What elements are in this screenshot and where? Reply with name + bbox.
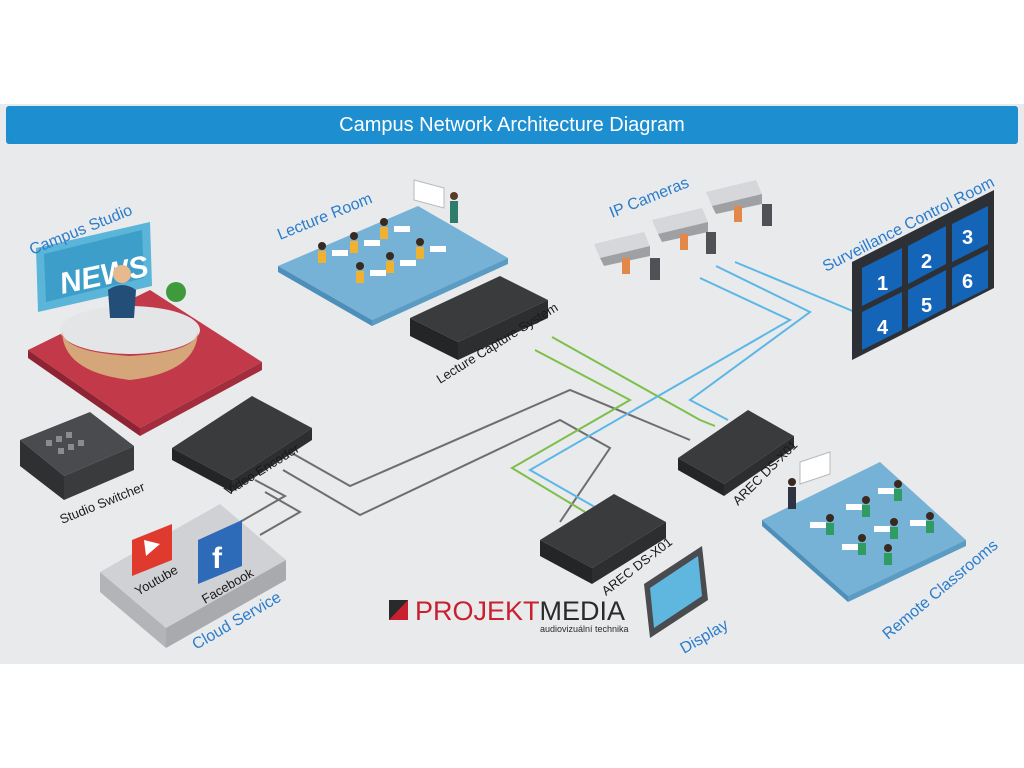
screen-2-label: 2 <box>921 251 932 273</box>
video-encoder-device: Video Encoder <box>172 396 312 499</box>
screen-1-label: 1 <box>877 273 888 295</box>
line-encoder-to-arec-center <box>282 418 612 523</box>
desk-plant-icon <box>166 282 186 302</box>
youtube-icon <box>132 524 172 576</box>
screen-6-label: 6 <box>962 271 973 293</box>
remote-desks <box>810 488 926 550</box>
lecture-students <box>318 218 424 283</box>
logo-part-2: MEDIA <box>540 596 626 626</box>
svg-text:PROJEKTMEDIA: PROJEKTMEDIA <box>415 596 625 626</box>
studio-switcher: Studio Switcher <box>20 412 147 527</box>
diagram-title: Campus Network Architecture Diagram <box>6 106 1018 144</box>
screen-5-label: 5 <box>921 295 932 317</box>
whiteboard <box>413 179 445 209</box>
arec-right-device: AREC DS-X01 <box>678 410 800 508</box>
line-capture-to-arec-center <box>510 349 633 513</box>
remote-whiteboard <box>799 451 831 485</box>
display-monitor: Display <box>644 546 731 657</box>
camera-1-icon <box>594 232 660 280</box>
line-encoder-to-cloud-2 <box>259 491 303 536</box>
remote-students <box>826 480 934 565</box>
video-wall-screens <box>862 206 988 350</box>
line-camera-to-surveillance <box>734 261 856 313</box>
screen-4-label: 4 <box>877 317 889 339</box>
connection-lines <box>239 261 856 536</box>
logo-part-1: PROJEKT <box>415 596 540 626</box>
projektmedia-logo: PROJEKTMEDIA audiovizuální technika <box>389 596 629 634</box>
lecturer <box>450 192 458 223</box>
lecture-desks <box>332 226 446 276</box>
line-camera-to-arec-right <box>688 265 812 421</box>
news-anchor <box>113 265 131 283</box>
camera-2-icon <box>652 208 716 254</box>
line-capture-to-arec-right <box>551 336 716 427</box>
line-encoder-to-cloud <box>239 479 288 523</box>
remote-teacher <box>788 478 796 509</box>
cloud-service: f Youtube Facebook Cloud Service <box>100 504 286 653</box>
line-camera-to-arec-center <box>527 277 793 511</box>
screen-3-label: 3 <box>962 227 973 249</box>
svg-text:f: f <box>212 542 223 575</box>
camera-3-icon <box>706 180 772 226</box>
news-desk <box>60 306 200 354</box>
campus-studio: NEWS Campus Studio <box>27 202 262 436</box>
ip-cameras: IP Cameras <box>594 174 772 280</box>
line-encoder-to-arec-right <box>289 388 691 488</box>
remote-classrooms: Remote Classrooms <box>762 451 1002 643</box>
logo-tagline: audiovizuální technika <box>540 624 629 634</box>
display-label: Display <box>678 617 732 658</box>
surveillance-control-room: 1 2 3 4 5 6 Surveillance Control Room <box>820 174 997 360</box>
facebook-icon: f <box>198 520 242 584</box>
